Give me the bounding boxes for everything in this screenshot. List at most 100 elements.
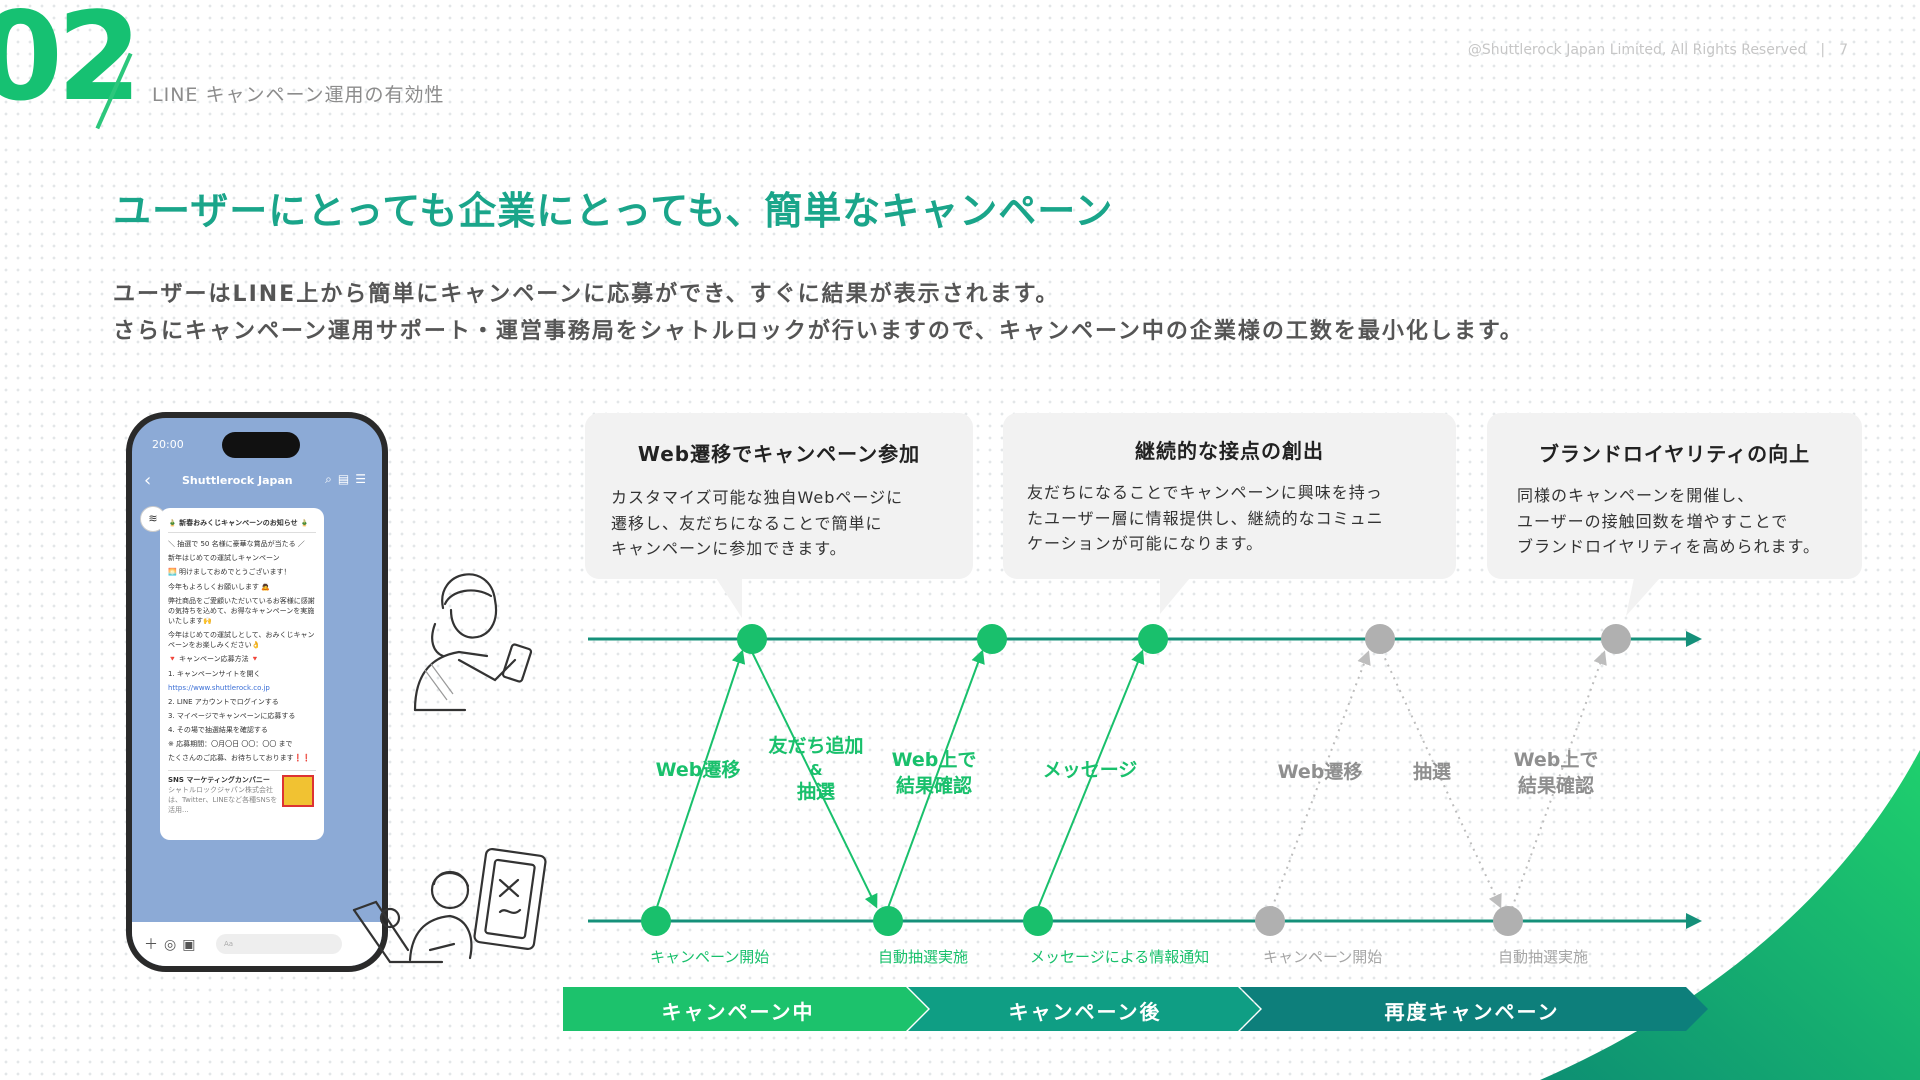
info-box-line: 友だちになることでキャンペーンに興味を持っ: [1027, 483, 1383, 502]
info-box-title: 継続的な接点の創出: [1135, 439, 1324, 463]
chat-input-bar: ＋◎▣ Aa: [132, 922, 382, 966]
message-line: 4. その場で抽選結果を確認する: [168, 726, 268, 735]
smartphone-mockup: 20:00 ‹ Shuttlerock Japan ⌕▤☰ ≋ 🎍 新春おみくじ…: [126, 412, 388, 972]
message-line: ＼ 抽選で 50 名様に豪華な賞品が当たる ／: [168, 540, 305, 549]
info-box-line: ユーザーの接触回数を増やすことで: [1517, 511, 1789, 531]
label-message-notice: メッセージによる情報通知: [1030, 948, 1210, 966]
label-web-transition: Web遷移: [655, 759, 741, 781]
info-box-body: カスタマイズ可能な独自Webページに 遷移し、友だちになることで簡単に キャンペ…: [611, 485, 973, 562]
label-auto-lottery: 自動抽選実施: [878, 948, 969, 966]
flow-node-gray: [1493, 906, 1523, 936]
timeline-top-arrowhead: [1686, 631, 1702, 647]
label-line: Web上で: [1513, 749, 1599, 771]
label-campaign-start-gray: キャンペーン開始: [1263, 948, 1383, 966]
flow-arrow: [751, 651, 878, 909]
label-line: 結果確認: [1517, 774, 1594, 797]
status-time: 20:00: [152, 438, 184, 451]
message-link[interactable]: https://www.shuttlerock.co.jp: [168, 683, 270, 692]
card-title: SNS マーケティングカンパニー: [168, 775, 270, 784]
chat-message-bubble: 🎍 新春おみくじキャンペーンのお知らせ 🎍 ＼ 抽選で 50 名様に豪華な賞品が…: [160, 508, 324, 840]
person-with-phone-illustration: [413, 573, 533, 712]
message-line: 🔻 キャンペーン応募方法 🔻: [168, 655, 260, 664]
flow-node-gray: [1365, 624, 1395, 654]
message-line: ※ 応募期間：〇月〇日 〇〇：〇〇 まで: [168, 740, 293, 749]
flow-node: [977, 624, 1007, 654]
flow-arrow: [887, 649, 985, 909]
link-card[interactable]: SNS マーケティングカンパニー シャトルロックジャパン株式会社は、Twitte…: [168, 769, 316, 816]
flow-node: [737, 624, 767, 654]
chat-header-icons[interactable]: ⌕▤☰: [325, 472, 372, 486]
info-box-line: キャンペーンに参加できます。: [611, 539, 847, 559]
phase-bar-during: [563, 987, 928, 1031]
info-box-line: ケーションが可能になります。: [1027, 534, 1264, 554]
label-line: Web上で: [891, 749, 977, 771]
message-line: 今年もよろしくお願いします 🙇: [168, 582, 270, 591]
card-subtitle: シャトルロックジャパン株式会社は、Twitter、LINEなど各種SNSを活用.…: [168, 785, 278, 814]
dynamic-island: [222, 432, 300, 458]
info-box-web-transition: Web遷移でキャンペーン参加 カスタマイズ可能な独自Webページに 遷移し、友だ…: [585, 413, 973, 579]
message-line: 3. マイページでキャンペーンに応募する: [168, 711, 296, 720]
info-box-line: たユーザー層に情報提供し、継続的なコミュニ: [1027, 508, 1384, 528]
flow-arrow-gray: [1381, 651, 1502, 909]
info-box-line: ブランドロイヤリティを高められます。: [1517, 537, 1820, 557]
info-box-body: 同様のキャンペーンを開催し、 ユーザーの接触回数を増やすことで ブランドロイヤリ…: [1517, 483, 1862, 560]
lead-line-2: さらにキャンペーン運用サポート・運営事務局をシャトルロックが行いますので、キャン…: [113, 319, 1524, 344]
label-web-transition-gray: Web遷移: [1277, 761, 1363, 783]
info-box-line: 遷移し、友だちになることで簡単に: [611, 513, 883, 533]
flow-arrow: [655, 649, 746, 911]
info-box-body: 友だちになることでキャンペーンに興味を持っ たユーザー層に情報提供し、継続的なコ…: [1027, 480, 1456, 557]
phase-label-during: キャンペーン中: [661, 1000, 815, 1024]
message-line: 1. キャンペーンサイトを開く: [168, 669, 261, 678]
info-box-line: カスタマイズ可能な独自Webページに: [611, 488, 904, 507]
label-friend-add-lottery: 友だち追加 & 抽選: [756, 734, 876, 806]
label-lottery-gray: 抽選: [1412, 761, 1451, 783]
info-box-continuous-contact: 継続的な接点の創出 友だちになることでキャンペーンに興味を持っ たユーザー層に情…: [1003, 413, 1456, 579]
back-icon[interactable]: ‹: [144, 470, 152, 491]
phase-bar-again: [1240, 987, 1708, 1031]
callout-pointer: [716, 578, 742, 618]
message-line: 2. LINE アカウントでログインする: [168, 697, 279, 706]
person-with-laptop-illustration: [352, 847, 547, 964]
label-check-result: Web上で 結果確認: [878, 748, 990, 799]
section-label: LINE キャンペーン運用の有効性: [152, 84, 445, 106]
copyright: @Shuttlerock Japan Limited, All Rights R…: [1467, 42, 1848, 58]
flow-node-gray: [1255, 906, 1285, 936]
label-auto-lottery-gray: 自動抽選実施: [1498, 948, 1589, 966]
info-box-brand-loyalty: ブランドロイヤリティの向上 同様のキャンペーンを開催し、 ユーザーの接触回数を増…: [1487, 413, 1862, 579]
flow-node-gray: [1601, 624, 1631, 654]
message-line: 弊社商品をご愛顧いただいているお客様に感謝の気持ちを込めて、お得なキャンペーンを…: [168, 596, 315, 625]
flow-arrow: [1037, 649, 1145, 909]
message-title: 🎍 新春おみくじキャンペーンのお知らせ 🎍: [168, 518, 316, 534]
label-check-result-gray: Web上で 結果確認: [1500, 748, 1612, 799]
message-line: 今年はじめての運試しとして、おみくじキャンペーンをお楽しみください👌: [168, 631, 315, 650]
page-headline: ユーザーにとっても企業にとっても、簡単なキャンペーン: [113, 189, 1114, 233]
timeline-bottom-arrowhead: [1686, 913, 1702, 929]
flow-node: [1023, 906, 1053, 936]
message-line: 新年はじめての運試しキャンペーン: [168, 554, 280, 563]
lead-line-1: ユーザーはLINE上から簡単にキャンペーンに応募ができ、すぐに結果が表示されます…: [113, 282, 1060, 307]
phase-label-again: 再度キャンペーン: [1384, 1000, 1560, 1024]
label-message: メッセージ: [1042, 759, 1138, 781]
chat-header: ‹ Shuttlerock Japan ⌕▤☰: [132, 462, 382, 500]
chat-account-name: Shuttlerock Japan: [182, 474, 293, 487]
info-box-line: 同様のキャンペーンを開催し、: [1517, 486, 1755, 505]
callout-pointer: [1160, 578, 1190, 614]
label-line: 抽選: [796, 780, 835, 803]
info-box-title: Web遷移でキャンペーン参加: [637, 442, 921, 466]
label-campaign-start: キャンペーン開始: [650, 948, 770, 966]
flow-node: [873, 906, 903, 936]
flow-arrow-gray: [1511, 650, 1607, 909]
chat-input-field[interactable]: Aa: [216, 934, 342, 954]
label-line: 友だち追加: [768, 735, 864, 757]
flow-node: [641, 906, 671, 936]
label-line: 結果確認: [895, 774, 972, 797]
section-number: 02: [0, 0, 142, 128]
phase-label-after: キャンペーン後: [1008, 1000, 1162, 1024]
input-tool-icons[interactable]: ＋◎▣: [144, 937, 202, 953]
phase-bar-after: [908, 987, 1260, 1031]
flow-node: [1138, 624, 1168, 654]
info-box-title: ブランドロイヤリティの向上: [1538, 442, 1811, 466]
card-thumbnail: [282, 774, 314, 807]
